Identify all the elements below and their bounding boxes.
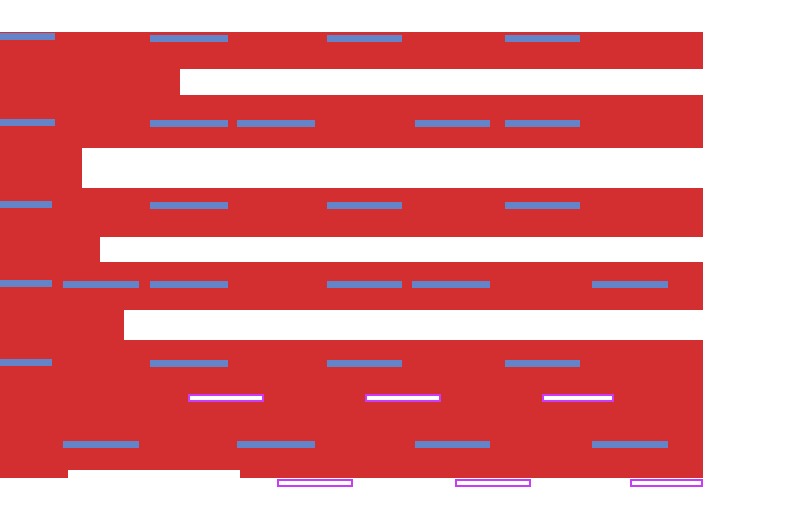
highlight-r3-c2[interactable]	[150, 202, 228, 209]
highlight-r6-c1[interactable]	[63, 441, 139, 448]
mask-row-2	[0, 95, 703, 148]
highlight-r5-c4[interactable]	[505, 360, 580, 367]
highlight-r4-c6[interactable]	[592, 281, 668, 288]
highlight-r3-c4[interactable]	[505, 202, 580, 209]
outline-r5-c1[interactable]	[188, 394, 264, 402]
highlight-r1-c4[interactable]	[505, 35, 580, 42]
highlight-r2-c3[interactable]	[237, 120, 315, 127]
highlight-r1-c1[interactable]	[0, 33, 55, 40]
outline-r7-c2[interactable]	[455, 479, 531, 487]
mask-row-6-right	[680, 380, 703, 410]
highlight-r4-c2[interactable]	[63, 281, 139, 288]
outline-r5-c3[interactable]	[542, 394, 614, 402]
highlight-r6-c2[interactable]	[237, 441, 315, 448]
highlight-r5-c1[interactable]	[0, 359, 52, 366]
highlight-r3-c1[interactable]	[0, 201, 52, 208]
outline-r7-c3[interactable]	[630, 479, 703, 487]
mask-row-3-left	[0, 237, 100, 262]
mask-row-5-tail	[240, 470, 703, 478]
highlight-r4-c3[interactable]	[150, 281, 228, 288]
highlight-r6-c3[interactable]	[415, 441, 490, 448]
outline-r7-c1[interactable]	[277, 479, 353, 487]
highlight-r4-c1[interactable]	[0, 280, 52, 287]
mask-row-2-left	[0, 148, 82, 188]
outline-r5-c2[interactable]	[365, 394, 441, 402]
highlight-r2-c2[interactable]	[150, 120, 228, 127]
highlight-r1-c3[interactable]	[327, 35, 402, 42]
mask-row-4-left	[0, 310, 124, 340]
highlight-r1-c2[interactable]	[150, 35, 228, 42]
highlight-r4-c5[interactable]	[412, 281, 490, 288]
mask-row-5-notch	[0, 470, 68, 478]
mask-row-1-left	[0, 69, 180, 95]
highlight-r2-c4[interactable]	[415, 120, 490, 127]
highlight-r2-c5[interactable]	[505, 120, 580, 127]
highlight-r2-c1[interactable]	[0, 119, 55, 126]
mask-row-3	[0, 188, 703, 237]
highlight-r3-c3[interactable]	[327, 202, 402, 209]
highlight-r6-c4[interactable]	[592, 441, 668, 448]
highlight-r4-c4[interactable]	[327, 281, 402, 288]
highlight-r5-c3[interactable]	[327, 360, 402, 367]
highlight-r5-c2[interactable]	[150, 360, 228, 367]
